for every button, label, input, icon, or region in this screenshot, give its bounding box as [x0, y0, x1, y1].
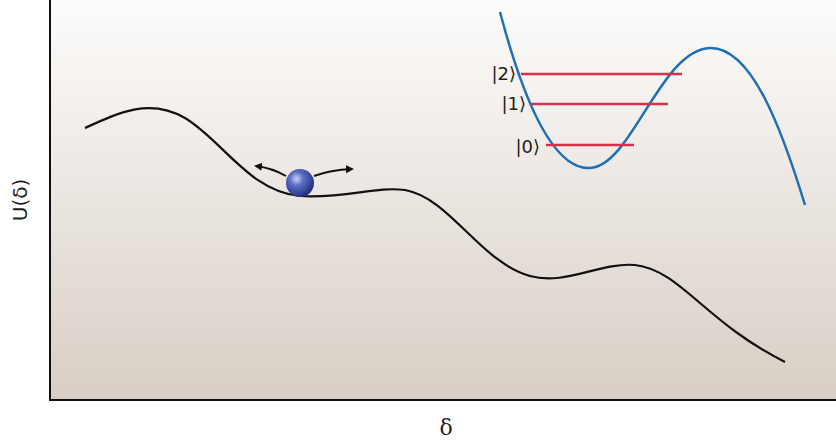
x-axis	[49, 399, 836, 401]
state-label: |1⟩	[501, 95, 526, 113]
axis-label: U(δ)	[10, 179, 30, 221]
oscillation-arrow	[314, 169, 352, 176]
state-label: |2⟩	[491, 65, 516, 83]
washboard-potential	[85, 108, 785, 362]
energy-level	[521, 73, 682, 76]
axis-label: δ	[439, 417, 452, 439]
oscillation-arrow	[256, 166, 286, 176]
inset-well	[500, 12, 805, 205]
phase-particle	[286, 169, 314, 197]
state-label: |0⟩	[515, 138, 540, 156]
y-axis	[49, 0, 51, 401]
plot-background	[50, 0, 836, 400]
energy-level	[531, 103, 668, 106]
energy-level	[546, 144, 634, 147]
